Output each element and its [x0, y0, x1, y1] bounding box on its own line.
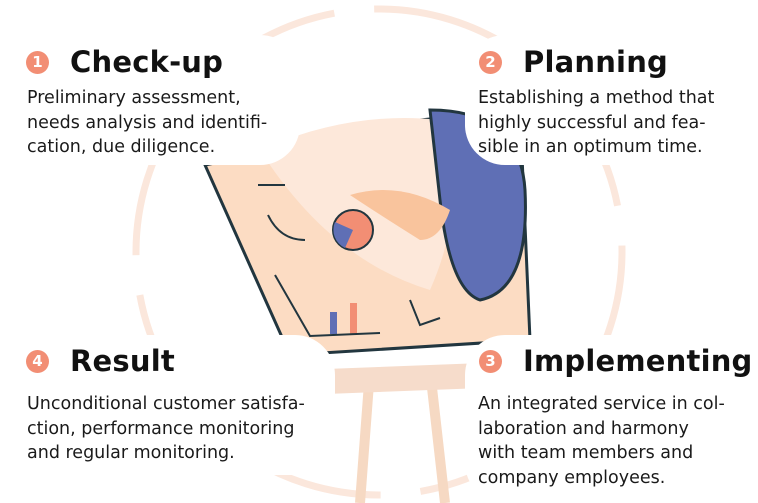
bar-red	[350, 303, 357, 334]
step-description: Preliminary assessment, needs analysis a…	[27, 88, 268, 157]
step-4-heading: 4 Result	[26, 344, 175, 378]
bar-blue	[330, 312, 337, 334]
step-1-heading: 1 Check-up	[26, 45, 223, 79]
step-number-badge: 4	[26, 349, 49, 373]
step-title: Check-up	[70, 45, 224, 79]
step-3-heading: 3 Implementing	[479, 344, 753, 378]
step-title: Planning	[523, 45, 668, 79]
step-number-badge: 2	[479, 50, 502, 74]
step-1-panel	[0, 35, 300, 165]
step-description: Unconditional customer satisfa- ction, p…	[27, 394, 305, 463]
step-2-heading: 2 Planning	[479, 45, 668, 79]
step-number-badge: 3	[479, 349, 502, 373]
step-4-panel	[0, 335, 335, 475]
step-title: Implementing	[523, 344, 753, 378]
step-number-badge: 1	[26, 50, 49, 74]
step-description: An integrated service in col- laboration…	[478, 394, 725, 488]
step-description: Establishing a method that highly succes…	[478, 88, 715, 157]
step-3-panel	[465, 335, 758, 503]
step-title: Result	[70, 344, 175, 378]
dashed-ring	[132, 5, 626, 499]
step-2-panel	[465, 35, 758, 165]
